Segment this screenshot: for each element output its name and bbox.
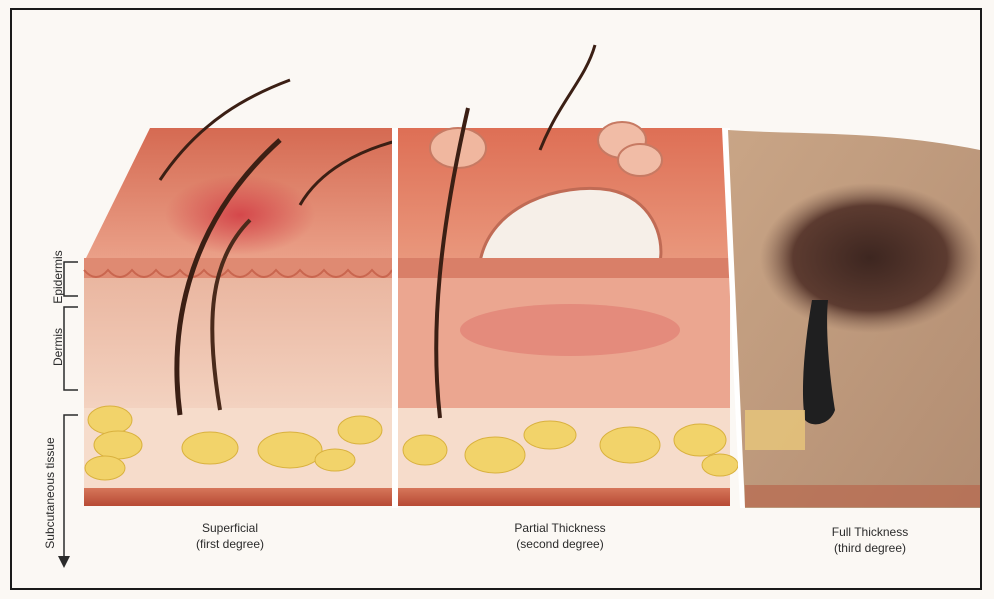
burn-title: Partial Thickness	[480, 520, 640, 536]
subcutaneous-label: Subcutaneous tissue	[43, 413, 57, 573]
epidermis-layer	[398, 258, 730, 278]
epidermis-layer	[84, 258, 392, 278]
dermis-label: Dermis	[51, 297, 65, 397]
epidermis-bracket	[64, 262, 78, 296]
muscle-layer	[398, 488, 730, 506]
burn-caption-partial-thickness: Partial Thickness (second degree)	[480, 520, 640, 552]
dermis-layer	[84, 278, 392, 408]
dermis-bracket	[64, 307, 78, 390]
panel-superficial	[84, 80, 400, 506]
fat-cells	[745, 410, 805, 450]
burn-title: Superficial	[170, 520, 290, 536]
muscle-layer	[84, 488, 392, 506]
down-arrow-icon	[58, 556, 70, 568]
panel-partial-thickness	[398, 45, 738, 506]
muscle-layer	[745, 485, 980, 507]
burn-title: Full Thickness	[800, 524, 940, 540]
erythema-area	[165, 175, 315, 255]
burn-caption-superficial: Superficial (first degree)	[170, 520, 290, 552]
panel-full-thickness	[728, 130, 980, 508]
blister	[618, 144, 662, 176]
burn-degree: (first degree)	[170, 536, 290, 552]
subcutaneous-bracket	[64, 415, 78, 560]
burn-degree: (second degree)	[480, 536, 640, 552]
panel-divider	[392, 128, 398, 508]
charred-tissue	[760, 183, 980, 333]
burn-degree: (third degree)	[800, 540, 940, 556]
layer-brackets	[64, 262, 78, 560]
burn-caption-full-thickness: Full Thickness (third degree)	[800, 524, 940, 556]
